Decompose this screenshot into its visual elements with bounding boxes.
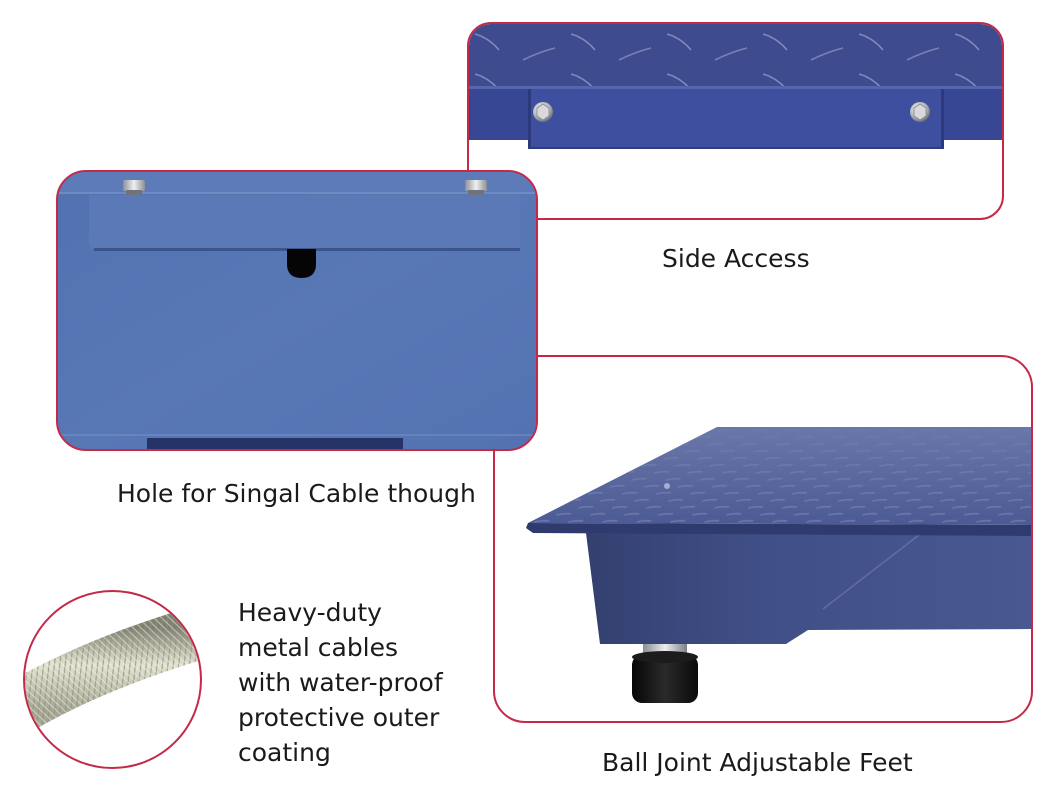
- side-access-photo-frame: [467, 22, 1004, 220]
- bolt-icon: [910, 102, 930, 122]
- scale-platform-foot-photo: [526, 427, 1031, 703]
- cable-caption-line: Heavy-duty: [238, 598, 382, 627]
- cable-hole-photo-frame: [56, 170, 538, 451]
- bolt-icon: [533, 102, 553, 122]
- cable-caption-line: metal cables: [238, 633, 399, 662]
- cable-caption: Heavy-duty metal cables with water-proof…: [238, 595, 443, 770]
- adjustable-feet-photo-frame: [493, 355, 1033, 723]
- cable-hole-icon: [287, 249, 316, 278]
- side-access-photo: [469, 24, 1002, 149]
- cable-hole-photo: [58, 172, 536, 449]
- cable-hole-caption: Hole for Singal Cable though: [117, 479, 476, 508]
- cable-caption-line: with water-proof: [238, 668, 443, 697]
- side-access-caption: Side Access: [662, 244, 810, 273]
- braided-cable-photo: [25, 604, 200, 734]
- adjustable-feet-caption: Ball Joint Adjustable Feet: [602, 748, 913, 777]
- bolt-icon: [465, 180, 487, 195]
- cable-caption-line: coating: [238, 738, 331, 767]
- cable-caption-line: protective outer: [238, 703, 440, 732]
- bolt-icon: [123, 180, 145, 195]
- adjustable-foot-icon: [632, 644, 698, 703]
- cable-photo-circle: [23, 590, 202, 769]
